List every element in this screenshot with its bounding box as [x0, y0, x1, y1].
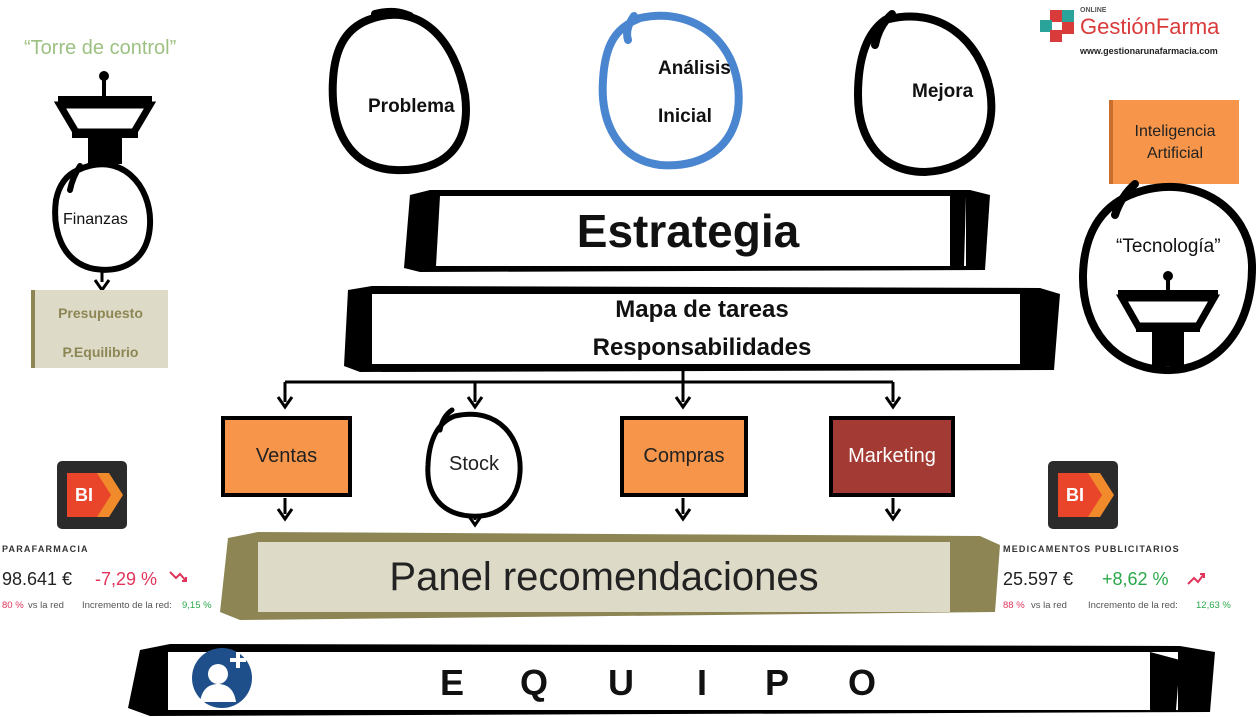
bi-label-left: BI: [75, 485, 93, 505]
bi-badge-left-icon: [67, 473, 123, 517]
mapa-line2: Responsabilidades: [592, 334, 812, 361]
analisis-label-line2: Inicial: [658, 106, 712, 127]
finanzas-circle: [52, 161, 154, 273]
brand-website: www.gestionarunafarmacia.com: [1080, 46, 1218, 56]
kpi-right-network-text: Incremento de la red:: [1088, 600, 1178, 611]
marketing-label: Marketing: [848, 445, 936, 467]
ventas-label: Ventas: [255, 445, 318, 467]
kpi-right-value: 25.597 €: [1003, 569, 1074, 589]
bi-badge-right-icon: [1058, 473, 1114, 517]
brand-name: GestiónFarma: [1080, 14, 1220, 39]
equipo-letter-e: E: [440, 662, 465, 703]
kpi-left-vs-pct: 80 %: [2, 600, 24, 611]
distribution-connector: [276, 370, 902, 410]
kpi-left-vs-text: vs la red: [28, 600, 64, 611]
equipo-letter-p: P: [765, 662, 790, 703]
equipo-letter-u: U: [608, 662, 634, 703]
trend-up-icon: [1187, 573, 1205, 585]
bi-label-right: BI: [1066, 485, 1084, 505]
bi-badge-right: BI: [1048, 461, 1118, 529]
tecnologia-circle: [1078, 180, 1257, 375]
gestionfarma-logo-icon: [1040, 10, 1074, 42]
left-control-tower-icon: [53, 71, 157, 164]
kpi-left-network-text: Incremento de la red:: [82, 600, 172, 611]
bi-badge-left: BI: [57, 461, 127, 529]
stock-label: Stock: [448, 453, 500, 475]
tecnologia-label: “Tecnología”: [1116, 236, 1221, 257]
compras-box: [620, 416, 748, 497]
equipo-letter-o: O: [848, 662, 877, 703]
equilibrio-label: P.Equilibrio: [62, 344, 139, 360]
panel-banner-shape: [220, 532, 1000, 620]
kpi-left-network-pct: 9,15 %: [182, 600, 212, 611]
right-control-tower-icon: [1115, 271, 1221, 366]
equipo-letter-q: Q: [520, 662, 549, 703]
mejora-label: Mejora: [912, 81, 974, 102]
torre-caption: “Torre de control”: [24, 37, 177, 59]
analisis-circle: [598, 11, 743, 170]
ia-label-line1: Inteligencia: [1134, 123, 1216, 140]
kpi-left-label: PARAFARMACIA: [2, 544, 89, 554]
equipo-banner-shape: [128, 644, 1215, 716]
kpi-right-vs-text: vs la red: [1031, 600, 1067, 611]
kpi-right-network-pct: 12,63 %: [1196, 600, 1231, 611]
add-user-icon: [192, 648, 252, 708]
problema-label: Problema: [368, 96, 455, 117]
mejora-circle: [853, 10, 996, 177]
panel-title: Panel recomendaciones: [389, 555, 819, 599]
mapa-banner-shape: [344, 286, 1060, 372]
trend-down-icon: [169, 571, 187, 582]
panel-arrows: [276, 498, 902, 528]
ia-label-line2: Artificial: [1146, 145, 1203, 162]
analisis-label-line1: Análisis: [658, 58, 731, 79]
equipo-letter-i: I: [697, 662, 708, 703]
kpi-right-vs-pct: 88 %: [1003, 600, 1025, 611]
problema-circle: [328, 7, 470, 175]
presupuesto-label: Presupuesto: [58, 305, 143, 321]
ventas-box: [221, 416, 352, 497]
kpi-left-value: 98.641 €: [2, 569, 73, 589]
finanzas-label: Finanzas: [63, 211, 128, 228]
marketing-box: [829, 416, 955, 497]
estrategia-title: Estrategia: [576, 205, 800, 257]
kpi-right-delta: +8,62 %: [1102, 569, 1169, 589]
presupuesto-box: [33, 290, 168, 368]
kpi-left-delta: -7,29 %: [95, 569, 158, 589]
compras-label: Compras: [643, 445, 725, 467]
brand-online-label: ONLINE: [1080, 7, 1107, 14]
estrategia-banner-shape: [404, 190, 990, 272]
ia-box: [1111, 100, 1239, 184]
mapa-line1: Mapa de tareas: [615, 296, 789, 323]
kpi-right-label: MEDICAMENTOS PUBLICITARIOS: [1003, 544, 1180, 554]
